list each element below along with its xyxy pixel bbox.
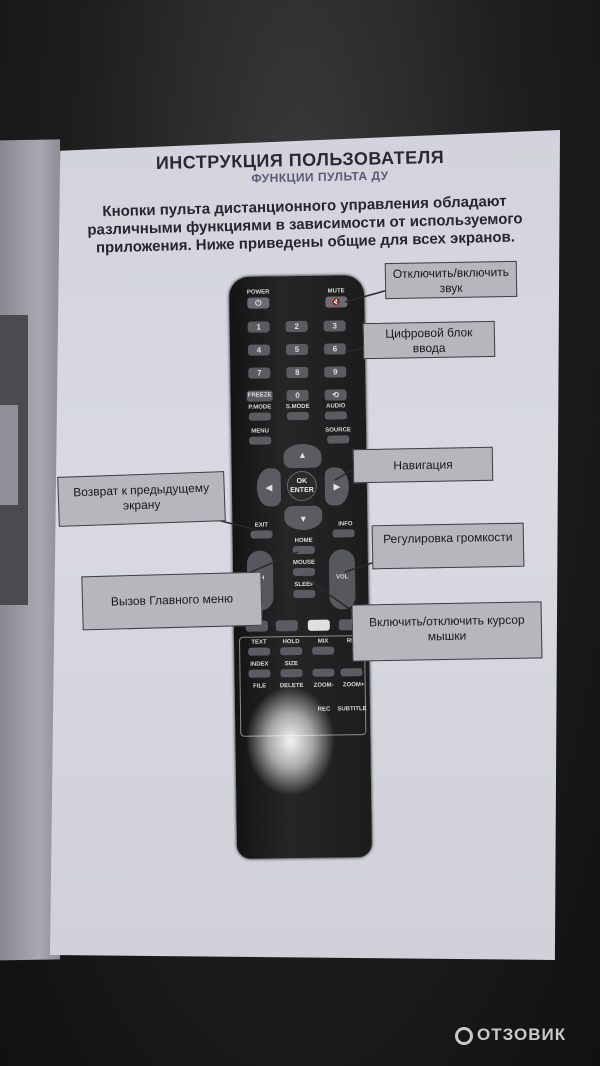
digit-button[interactable]: 9 [324, 366, 347, 378]
play-button[interactable] [248, 669, 271, 678]
index-label: INDEX [250, 661, 269, 668]
info-button[interactable] [332, 529, 355, 538]
enter-label: ENTER [290, 486, 314, 495]
prev-button[interactable] [312, 646, 335, 655]
hold-label: HOLD [282, 639, 300, 646]
audio-label: AUDIO [326, 403, 346, 410]
freeze-button[interactable]: FREEZE [246, 390, 273, 402]
recall-button[interactable]: ⟲ [324, 389, 347, 401]
callout-mute: Отключить/включить звук [384, 260, 518, 300]
down-arrow-icon: ▼ [298, 513, 308, 525]
color-button-yellow[interactable] [307, 619, 330, 631]
digit-button[interactable]: 5 [285, 343, 309, 356]
pmode-button[interactable] [248, 412, 271, 421]
right-arrow-icon: ▶ [333, 481, 341, 492]
exit-button[interactable] [250, 530, 273, 539]
recall-icon: ⟲ [332, 390, 340, 400]
vol-label: VOL [335, 574, 349, 581]
left-page-image-detail [0, 405, 18, 505]
color-button-green[interactable] [275, 620, 298, 632]
digit-button[interactable]: 2 [285, 320, 308, 333]
home-button[interactable] [292, 545, 315, 555]
info-label: INFO [338, 521, 353, 528]
mix-label: MIX [317, 638, 329, 645]
digit-button[interactable]: 7 [248, 367, 271, 379]
recall-small-button[interactable] [340, 668, 363, 677]
size-label: SIZE [284, 661, 299, 668]
sleep-button[interactable] [293, 589, 316, 599]
light-glare [244, 685, 337, 797]
right-button[interactable]: ▶ [324, 467, 350, 506]
up-button[interactable]: ▲ [283, 443, 322, 469]
smode-label: S.MODE [285, 403, 310, 411]
digit-button[interactable]: 3 [323, 320, 346, 332]
file-label: FILE [253, 683, 267, 690]
callout-digits: Цифровой блок ввода [362, 320, 496, 360]
mute-label: MUTE [327, 288, 345, 295]
subtitle-label: SUBTITLE [337, 706, 367, 713]
ok-enter-button[interactable]: OK ENTER [286, 470, 318, 502]
digit-button[interactable]: 8 [286, 366, 309, 379]
rewind-button[interactable] [248, 647, 271, 656]
remote-control: POWER ⏻ MUTE 🔇 1 2 3 4 5 6 7 8 9 FREEZE … [228, 275, 373, 859]
stop-button[interactable] [280, 668, 303, 678]
mouse-label: MOUSE [292, 559, 315, 567]
power-label: POWER [246, 289, 270, 296]
sleep-label: SLEEP [294, 581, 315, 589]
mouse-button[interactable] [293, 567, 316, 577]
down-button[interactable]: ▼ [284, 505, 323, 531]
menu-label: MENU [251, 428, 269, 435]
callout-mouse: Включить/отключить курсор мышки [351, 601, 543, 662]
digit-button[interactable]: 6 [323, 343, 347, 355]
left-arrow-icon: ◀ [265, 482, 273, 493]
forward-button[interactable] [280, 646, 303, 656]
smode-button[interactable] [286, 411, 309, 421]
source-label: SOURCE [325, 427, 351, 434]
watermark-text: ОТЗОВИК [477, 1025, 567, 1044]
left-page-image [0, 315, 28, 605]
watermark: ОТЗОВИК [455, 1025, 566, 1045]
digit-button[interactable]: 1 [247, 321, 270, 333]
digit-button[interactable]: 4 [247, 344, 271, 356]
zero-button[interactable]: 0 [286, 389, 309, 402]
callout-home: Вызов Главного меню [81, 571, 263, 631]
power-button[interactable]: ⏻ [247, 297, 270, 309]
navigation-pad: ▲ ▼ ◀ ▶ OK ENTER [256, 443, 350, 531]
audio-button[interactable] [324, 411, 347, 420]
callout-volume: Регулировка громкости [371, 522, 525, 570]
home-label: HOME [294, 537, 313, 545]
mute-button[interactable]: 🔇 [325, 296, 348, 308]
pmode-label: P.MODE [248, 404, 272, 411]
zoom-plus-label: ZOOM+ [342, 682, 365, 689]
text-label: TEXT [251, 639, 267, 646]
ok-label: OK [296, 477, 308, 486]
left-button[interactable]: ◀ [256, 468, 282, 507]
callout-back: Возврат к предыдущему экрану [57, 471, 226, 527]
fav-button[interactable] [312, 668, 335, 677]
exit-label: EXIT [254, 522, 269, 529]
otzovik-logo-icon [455, 1026, 473, 1045]
callout-navigation: Навигация [352, 446, 494, 484]
up-arrow-icon: ▲ [297, 449, 307, 461]
zoom-minus-label: ZOOM- [313, 682, 334, 689]
